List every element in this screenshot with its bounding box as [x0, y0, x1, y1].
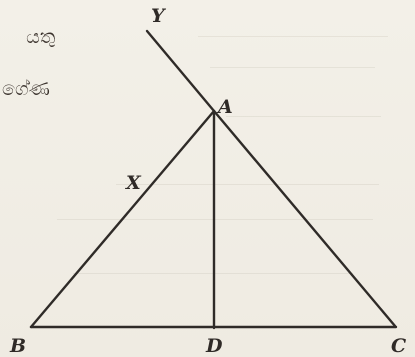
label-a: A	[216, 96, 233, 118]
label-d: D	[205, 335, 223, 357]
segment-ab	[29, 109, 216, 329]
label-c: C	[391, 335, 406, 357]
cropped-text-line-1: යතු	[26, 26, 56, 48]
segment-ac	[212, 109, 397, 328]
label-y: Y	[151, 5, 167, 27]
label-b: B	[9, 335, 26, 357]
segment-ay	[145, 29, 216, 113]
cropped-text-block: යතු ගේණ	[2, 4, 55, 144]
cropped-text-line-2: ගේණ	[2, 78, 50, 100]
label-x: X	[125, 172, 142, 194]
